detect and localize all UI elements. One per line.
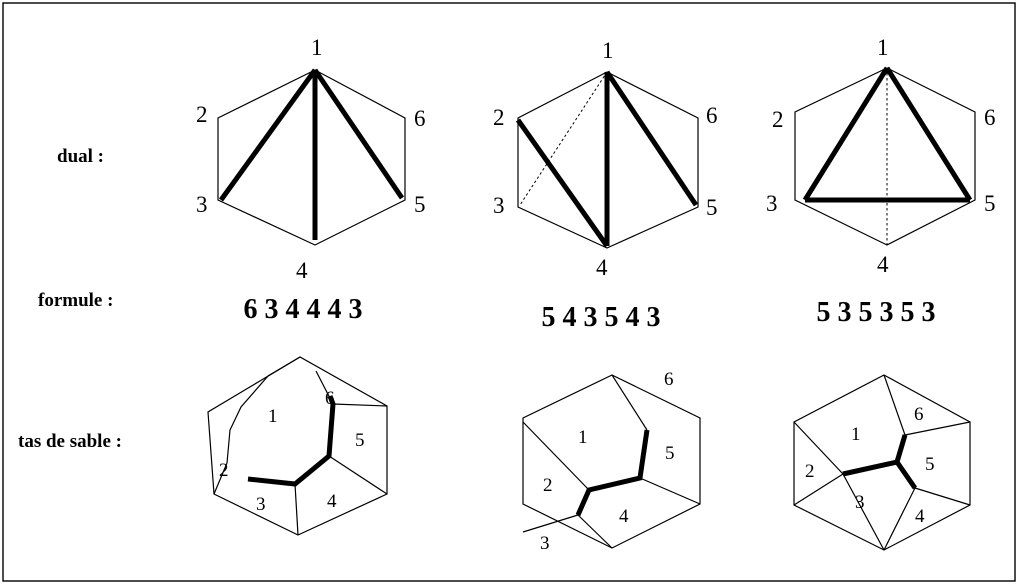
vertex-label-2: 2 bbox=[493, 105, 505, 130]
vertex-label-5: 5 bbox=[706, 195, 718, 220]
diagonal-1-3 bbox=[218, 68, 318, 202]
sand-path bbox=[575, 429, 650, 517]
cell-label-4: 4 bbox=[915, 506, 925, 527]
cell-edge bbox=[328, 455, 388, 495]
formula-1: 6 3 4 4 4 3 bbox=[244, 294, 363, 325]
cell-label-2: 2 bbox=[805, 461, 815, 482]
cell-label-5: 5 bbox=[355, 430, 365, 451]
vertex-label-3: 3 bbox=[766, 191, 778, 216]
vertex-label-3: 3 bbox=[493, 193, 505, 218]
diagonal-1-5 bbox=[604, 70, 699, 207]
cell-label-5: 5 bbox=[665, 443, 675, 464]
cell-edge bbox=[914, 487, 971, 506]
diagonal-1-3 bbox=[802, 66, 890, 202]
cell-label-2: 2 bbox=[219, 460, 229, 481]
vertex-label-1: 1 bbox=[311, 35, 323, 60]
cell-label-5: 5 bbox=[925, 454, 935, 475]
sandpile-2: 1 2 3 4 5 6 bbox=[522, 369, 701, 554]
cell-edge bbox=[294, 483, 299, 536]
cell-label-2: 2 bbox=[543, 475, 553, 496]
cell-edge bbox=[213, 462, 228, 495]
diagonal-1-5 bbox=[884, 66, 973, 202]
vertex-label-5: 5 bbox=[984, 191, 996, 216]
cell-label-3: 3 bbox=[540, 533, 550, 554]
vertex-label-3: 3 bbox=[196, 192, 208, 217]
diagonal-2-4 bbox=[515, 118, 610, 248]
vertex-label-1: 1 bbox=[877, 35, 889, 60]
hexagon-outline bbox=[517, 71, 699, 249]
cell-label-6: 6 bbox=[325, 388, 335, 409]
vertex-label-6: 6 bbox=[414, 106, 426, 131]
cell-label-6: 6 bbox=[914, 404, 924, 425]
cell-edge bbox=[522, 514, 579, 533]
vertex-label-4: 4 bbox=[296, 258, 308, 283]
cell-label-4: 4 bbox=[619, 506, 629, 527]
hexagon-outline bbox=[217, 69, 406, 246]
cell-edge bbox=[883, 374, 906, 436]
cell-edge bbox=[883, 487, 916, 551]
cell-edge bbox=[577, 514, 613, 549]
sand-path bbox=[247, 395, 336, 487]
vertex-label-2: 2 bbox=[772, 107, 784, 132]
diagonal-1-5 bbox=[312, 68, 405, 200]
formula-3: 5 3 5 3 5 3 bbox=[817, 297, 936, 328]
dual-hexagon-2: 1 2 3 4 5 6 bbox=[493, 38, 718, 280]
cell-label-6: 6 bbox=[664, 369, 674, 390]
cell-edge bbox=[842, 473, 885, 551]
cell-edge bbox=[332, 403, 388, 407]
cell-label-3: 3 bbox=[855, 492, 865, 513]
vertex-label-5: 5 bbox=[414, 192, 426, 217]
vertex-label-2: 2 bbox=[196, 102, 208, 127]
row-label-dual: dual : bbox=[57, 146, 104, 167]
cell-label-3: 3 bbox=[256, 494, 266, 515]
dashed-diagonal-1-3 bbox=[519, 71, 608, 206]
vertex-label-6: 6 bbox=[984, 105, 996, 130]
cell-edge bbox=[611, 374, 648, 431]
dual-hexagon-1: 1 2 3 4 5 6 bbox=[196, 35, 426, 283]
row-label-formula: formule : bbox=[38, 290, 113, 311]
sandpile-1: 1 2 3 4 5 6 bbox=[207, 356, 388, 536]
cell-label-1: 1 bbox=[578, 427, 588, 448]
cell-edge bbox=[226, 356, 301, 464]
vertex-label-4: 4 bbox=[596, 255, 608, 280]
row-label-sandpile: tas de sable : bbox=[18, 431, 122, 452]
sandpile-3: 1 2 3 4 5 6 bbox=[793, 374, 971, 551]
dual-hexagon-3: 1 2 3 4 5 6 bbox=[766, 35, 996, 277]
cell-edge bbox=[639, 477, 701, 505]
vertex-label-1: 1 bbox=[602, 38, 614, 63]
formula-2: 5 4 3 5 4 3 bbox=[542, 302, 661, 333]
cell-edge bbox=[793, 473, 844, 506]
cell-label-1: 1 bbox=[268, 406, 278, 427]
vertex-label-6: 6 bbox=[706, 103, 718, 128]
cell-edge bbox=[904, 421, 971, 436]
cell-label-4: 4 bbox=[327, 491, 337, 512]
cell-label-1: 1 bbox=[851, 424, 861, 445]
sand-path-branch bbox=[894, 434, 908, 463]
vertex-label-4: 4 bbox=[877, 252, 889, 277]
cell-edge bbox=[522, 421, 590, 491]
cell-edge bbox=[793, 421, 844, 475]
